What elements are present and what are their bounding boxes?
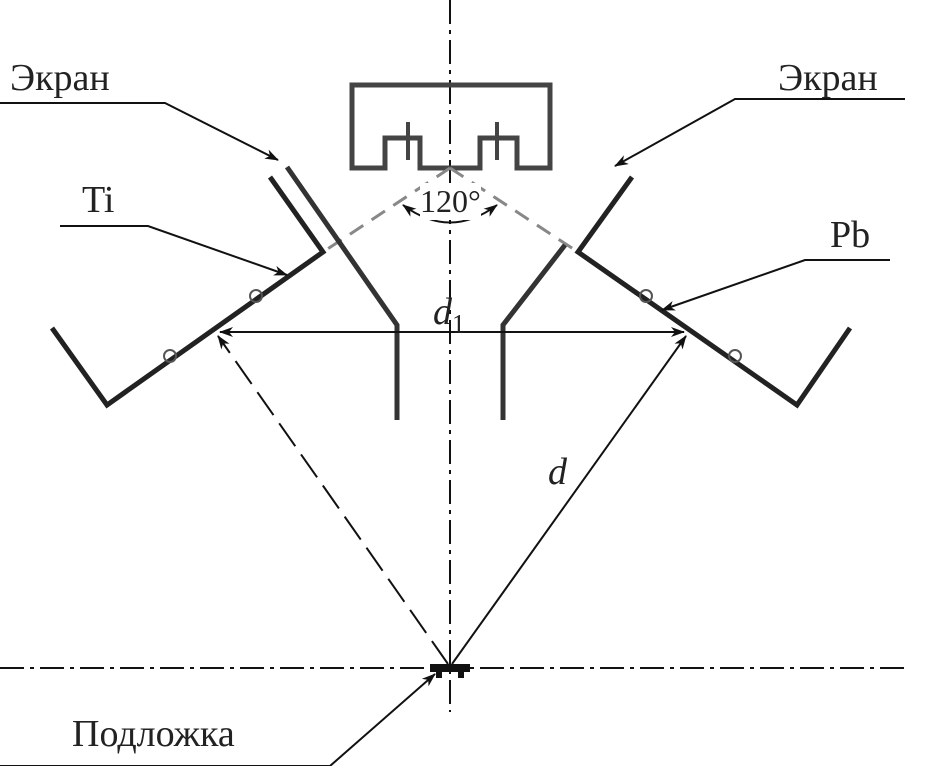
label-ti: Ti: [82, 179, 115, 221]
label-angle: 120°: [420, 183, 481, 220]
label-d: d: [548, 451, 567, 493]
pb-target: [574, 175, 853, 409]
label-screen-left: Экран: [10, 57, 110, 99]
d-line-right: [451, 335, 687, 665]
label-substrate: Подложка: [72, 713, 235, 755]
leader-pb: [661, 259, 890, 311]
angle-arc: [402, 204, 498, 224]
leader-substrate: [0, 673, 436, 766]
label-screen-right: Экран: [778, 57, 878, 99]
leader-ti: [60, 225, 288, 276]
d-line-left: [217, 335, 449, 665]
leader-screen-right: [614, 98, 905, 167]
magnetron: [349, 82, 553, 171]
ti-mount-circle: [163, 349, 177, 363]
screen-left-outer: [284, 165, 400, 420]
label-d1-sub: 1: [452, 309, 465, 339]
pb-mount-circle: [728, 349, 742, 363]
label-d1: d1: [433, 290, 465, 340]
pb-mount-circle: [639, 289, 653, 303]
label-pb: Pb: [830, 214, 871, 256]
label-d1-main: d: [433, 291, 452, 333]
leader-screen-left: [0, 102, 279, 161]
ti-mount-circle: [249, 289, 263, 303]
ti-target: [49, 175, 327, 409]
substrate: [430, 664, 470, 678]
screen-right-outer: [500, 243, 567, 420]
